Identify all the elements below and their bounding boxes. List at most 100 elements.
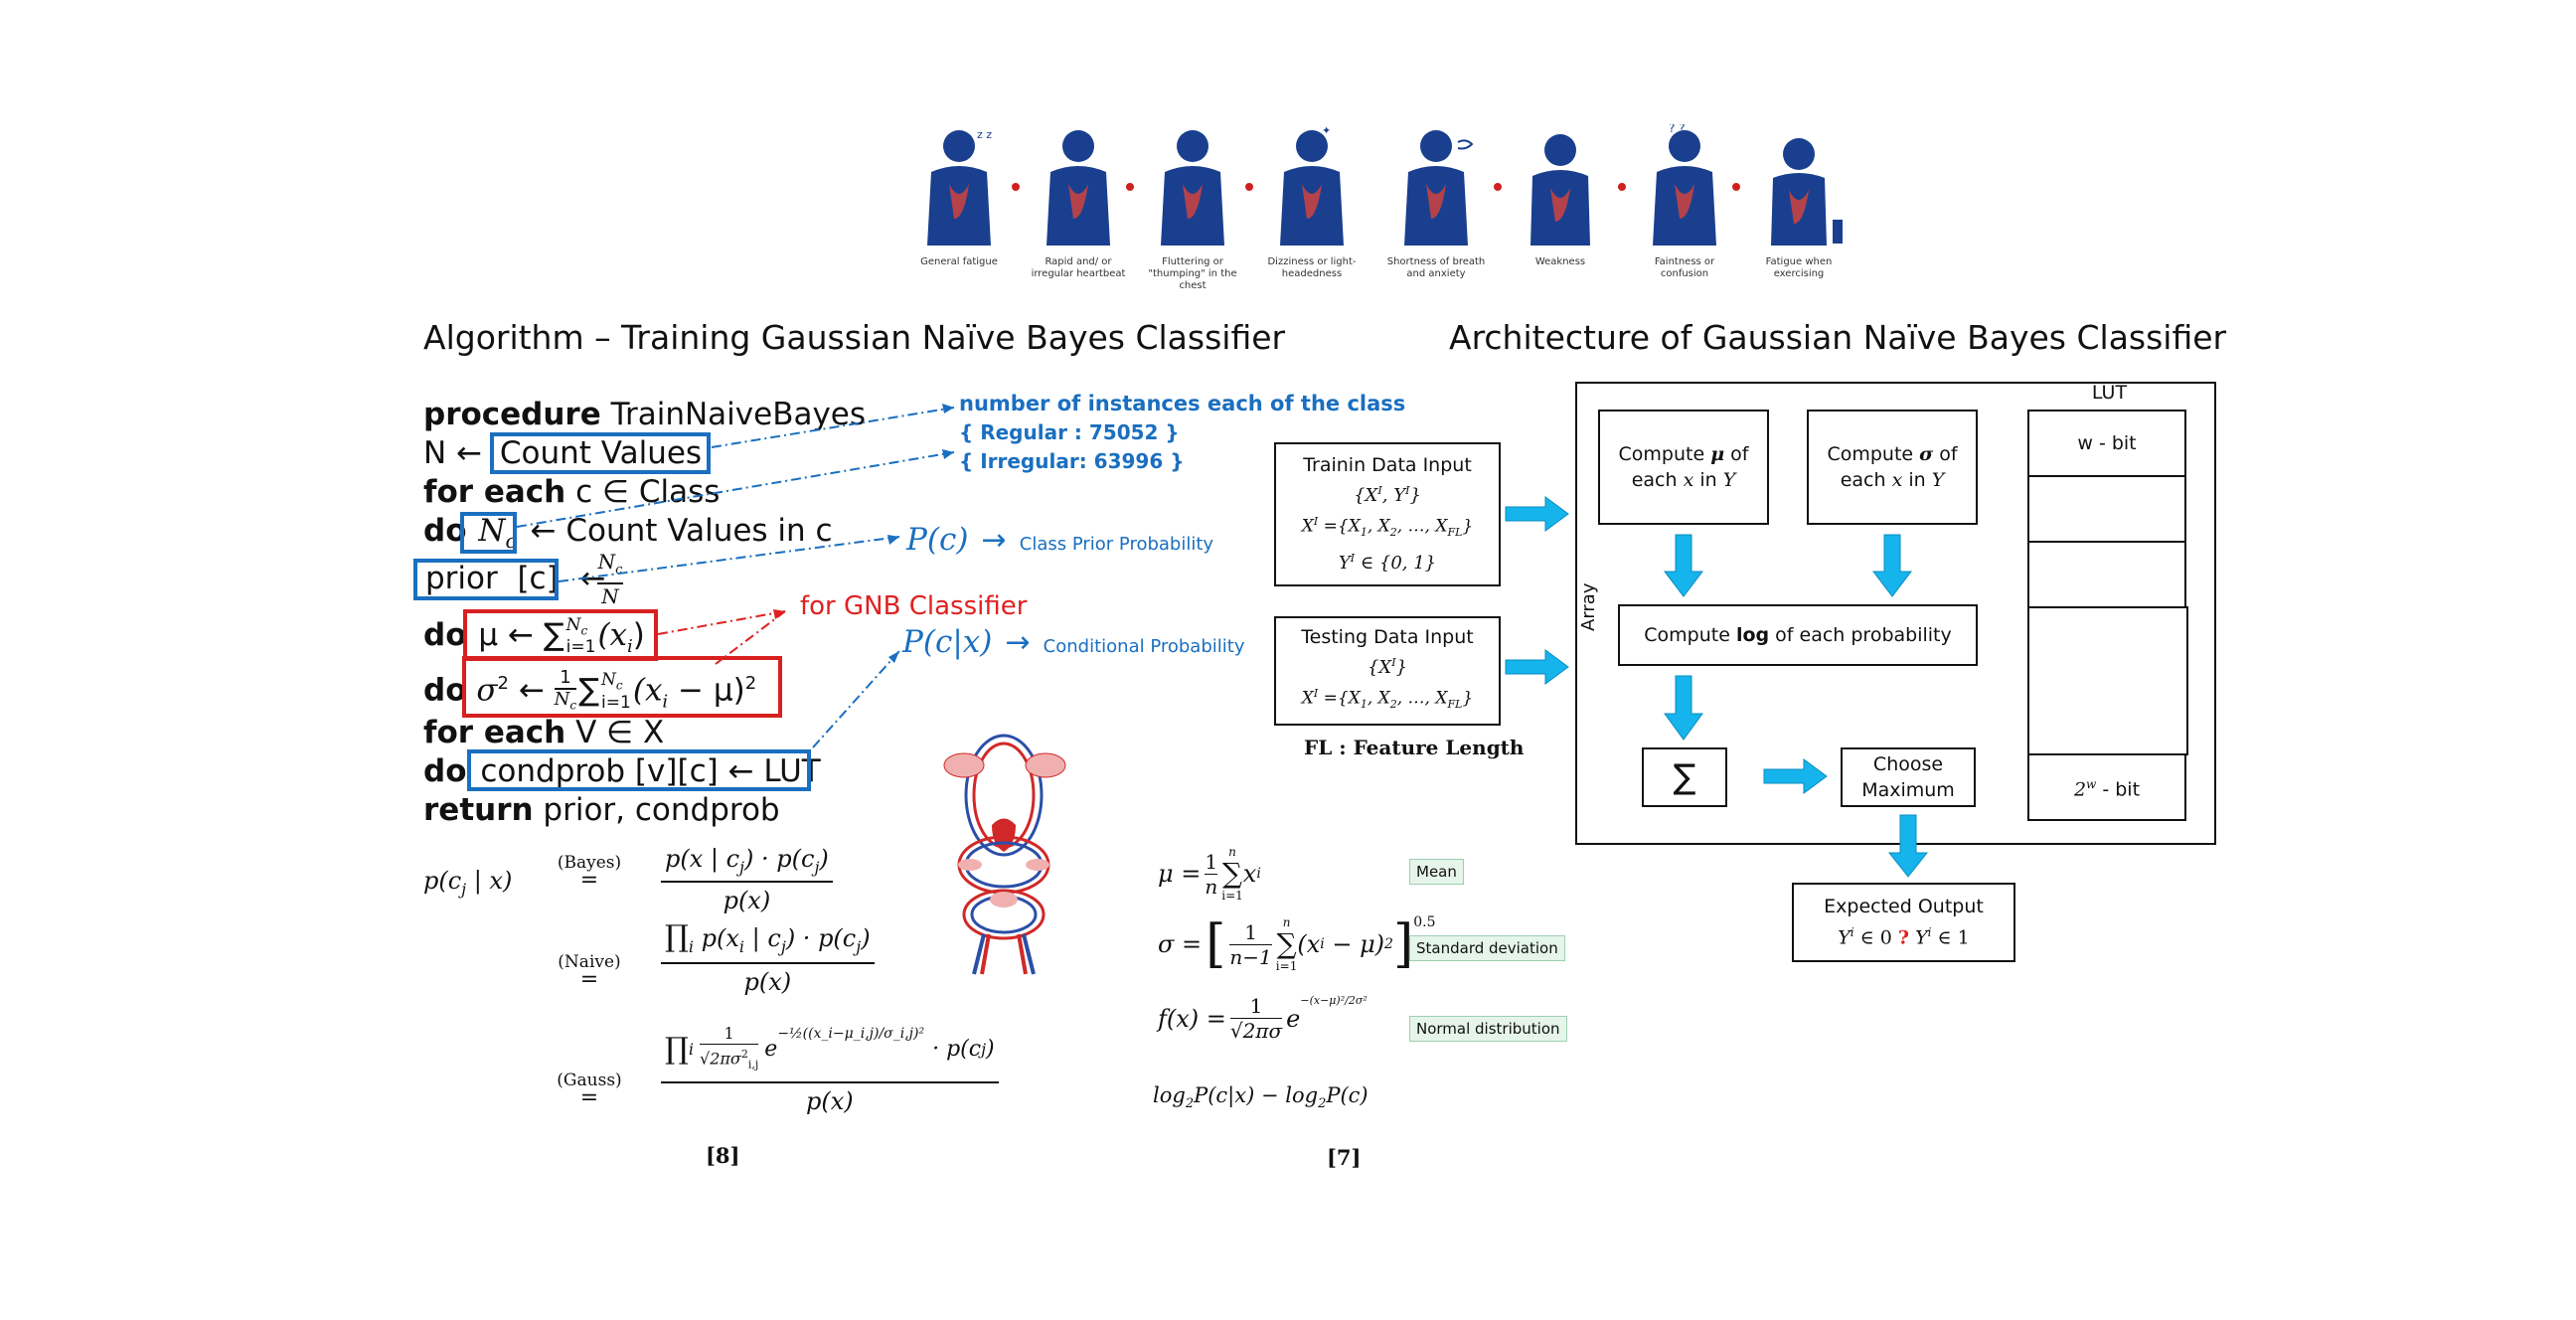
bayes-tag: (Bayes) = — [555, 853, 624, 892]
log-formula: log2P(c|x) − log2P(c) — [1153, 1083, 1368, 1111]
train-sub: FL — [1447, 526, 1463, 540]
testing-input-box: Testing Data Input {XI} XI ={X1, X2, …, … — [1274, 616, 1501, 726]
sigma-term-tail: − μ) — [668, 672, 745, 709]
heart-diagram-icon — [943, 734, 1066, 975]
log-sub: 2 — [1185, 1096, 1195, 1112]
bayes-lhs: p(cj | x) — [423, 867, 512, 899]
prior-annotation: P(c) → Class Prior Probability — [906, 522, 1213, 558]
lut-cell — [2027, 475, 2186, 543]
connector-line — [711, 407, 955, 448]
box-math: x — [1891, 469, 1903, 491]
test-sub: 2 — [1389, 698, 1397, 712]
test-text: } — [1395, 656, 1408, 678]
connector-line — [558, 536, 900, 582]
naive-tag: (Naive) = — [555, 952, 624, 991]
gauss-frac-den-sub: i,j — [747, 1058, 759, 1072]
down-arrow-icon — [1871, 534, 1913, 597]
out-sup: i — [1850, 925, 1854, 940]
bayes-num-sub: j — [739, 857, 745, 877]
prior-text: prior [c] — [425, 561, 559, 596]
circulatory-diagram — [904, 721, 1103, 984]
right-arrow-icon: → — [1005, 625, 1031, 660]
naive-den: p(x) — [743, 967, 792, 996]
condprob-text: condprob [v][c] ← LUT — [480, 753, 821, 789]
right-arrow-icon — [1763, 758, 1828, 794]
sd-term-sub: i — [1320, 936, 1325, 952]
down-arrow-icon — [1663, 534, 1704, 597]
choose-maximum-box: Choose Maximum — [1841, 747, 1976, 807]
compute-log-box: Compute log of each probability — [1618, 604, 1978, 666]
arrow-head — [888, 651, 899, 663]
person-icon: ? ? — [1635, 121, 1734, 248]
alg-text: TrainNaiveBayes — [600, 397, 867, 432]
keyword: do — [423, 753, 467, 789]
test-sub: FL — [1447, 698, 1463, 712]
algorithm-line-10: return prior, condprob — [423, 791, 780, 830]
algorithm-line-3: for each c ∈ Class — [423, 473, 720, 512]
connector-line — [516, 451, 955, 528]
fraction-den-sub: c — [569, 698, 577, 713]
training-input-title: Trainin Data Input — [1303, 453, 1472, 476]
train-sup: I — [1405, 483, 1410, 497]
box-math: Y — [1931, 469, 1945, 491]
count-values-text: Count Values — [499, 435, 703, 471]
sum-top-sub: c — [615, 678, 623, 693]
symptom-caption: Shortness of breath and anxiety — [1386, 256, 1486, 279]
gauss-frac-den-sup: 2 — [740, 1048, 748, 1061]
naive-num-sub3: j — [856, 936, 862, 956]
mu-term-end: ) — [632, 617, 645, 653]
euler-e: e — [764, 1037, 778, 1063]
out-text: ∈ 0 — [1853, 926, 1898, 949]
sum-bottom: i=1 — [1275, 959, 1298, 973]
box-text: Compute — [1644, 624, 1736, 646]
symptom-caption: Faintness or confusion — [1654, 256, 1715, 279]
fraction-den: N — [554, 689, 570, 711]
separator-dot — [1618, 183, 1626, 191]
product-sub: i — [688, 936, 695, 956]
sd-sq: 2 — [1384, 936, 1393, 952]
gauss-den: p(x) — [806, 1086, 854, 1115]
train-sup: I — [1377, 483, 1382, 497]
expected-output-box: Expected Output Yi ∈ 0 ? Yi ∈ 1 — [1792, 883, 2015, 962]
train-text: Y — [1338, 553, 1351, 575]
array-container — [1575, 382, 2216, 845]
test-text: , X — [1367, 688, 1390, 709]
arrow-head — [942, 449, 954, 459]
lut-bottom-text: - bit — [2096, 778, 2141, 801]
gauss-tail-end: ) — [986, 1037, 995, 1063]
bayes-num-mid: ) · p(c — [744, 845, 815, 873]
sigma-sup: 2 — [497, 673, 509, 694]
symptom-rapid-heartbeat: Rapid and/ or irregular heartbeat — [1029, 124, 1128, 280]
feature-length-note: FL : Feature Length — [1304, 736, 1525, 759]
keyword: for each — [423, 474, 566, 510]
bayes-lhs-sub: j — [461, 879, 467, 899]
log-text: log — [1285, 1083, 1319, 1107]
sigma-box — [462, 656, 782, 718]
log-bold: log — [1735, 624, 1770, 646]
lut-cell — [2027, 541, 2186, 608]
mean-tag: Mean — [1409, 859, 1464, 885]
train-sub: 2 — [1389, 526, 1397, 540]
mean-term: x — [1242, 860, 1257, 888]
algorithm-line-4: do Nc ← Count Values in c — [423, 512, 833, 561]
test-text: {X — [1367, 656, 1392, 678]
alg-text: N ← — [423, 435, 483, 471]
test-sup: I — [1391, 655, 1396, 669]
test-text: ={X — [1318, 688, 1361, 709]
separator-dot — [1494, 183, 1502, 191]
symptom-fluttering: Fluttering or "thumping" in the chest — [1143, 124, 1242, 292]
mu-symbol: μ — [1710, 443, 1725, 465]
alg-text: prior, condprob — [533, 792, 780, 828]
symptom-caption: Dizziness or light- headedness — [1267, 256, 1357, 279]
compute-sigma-box: Compute σ of each x in Y — [1807, 410, 1978, 525]
keyword: for each — [423, 715, 566, 750]
log-term: P(c) — [1326, 1083, 1368, 1107]
prior-fraction: Nc N — [597, 550, 623, 608]
keyword: procedure — [423, 397, 601, 432]
sd-frac-num: 1 — [1229, 920, 1272, 945]
person-icon — [1749, 124, 1849, 248]
train-text: } — [1462, 516, 1474, 537]
sigma-symbol: σ — [1919, 443, 1934, 465]
